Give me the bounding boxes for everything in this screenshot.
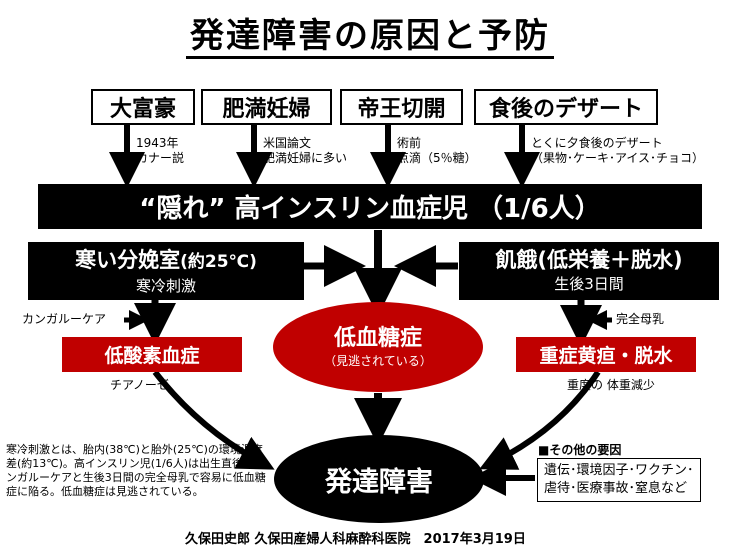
exclusive-breastfeeding-label: 完全母乳 bbox=[616, 312, 665, 326]
cyanosis-note: チアノーゼ bbox=[110, 378, 169, 392]
note-dessert: とくに夕食後のデザート（果物･ケーキ･アイス･チョコ） bbox=[531, 136, 705, 165]
starvation-box: 飢餓(低栄養＋脱水) 生後3日間 bbox=[459, 242, 719, 300]
cause-obese-pregnancy: 肥満妊婦 bbox=[201, 89, 332, 125]
note-obese-pregnancy: 米国論文肥満妊婦に多い bbox=[263, 136, 348, 165]
note-cesarean: 術前点滴（5％糖） bbox=[397, 136, 477, 165]
cause-dessert: 食後のデザート bbox=[474, 89, 658, 125]
developmental-disorder-ellipse: 発達障害 bbox=[274, 435, 484, 523]
jaundice-dehydration-box: 重症黄疸・脱水 bbox=[516, 337, 696, 372]
cold-delivery-room-box: 寒い分娩室(約25℃) 寒冷刺激 bbox=[28, 242, 304, 300]
page-title: 発達障害の原因と予防 bbox=[0, 8, 740, 59]
other-factors-heading: ■その他の要因 bbox=[538, 443, 622, 457]
hidden-hyperinsulinemia-bar: “隠れ” 高インスリン血症児 （1/6人） bbox=[38, 184, 702, 229]
cause-wealthy: 大富豪 bbox=[91, 89, 195, 125]
weight-loss-note: 重度の 体重減少 bbox=[567, 378, 655, 392]
arrow-hypoxemia-disorder bbox=[152, 370, 275, 470]
kangaroo-care-label: カンガルーケア bbox=[22, 312, 107, 326]
cold-stimulus-explanation: 寒冷刺激とは、胎内(38℃)と胎外(25℃)の環境温度差(約13℃)。高インスリ… bbox=[6, 443, 266, 498]
cause-cesarean: 帝王切開 bbox=[340, 89, 463, 125]
arrow-jaundice-disorder bbox=[479, 370, 601, 470]
footer-credit: 久保田史郎 久保田産婦人科麻酔科医院 2017年3月19日 bbox=[185, 532, 526, 547]
note-wealthy: 1943年カナー説 bbox=[136, 136, 185, 165]
hypoxemia-box: 低酸素血症 bbox=[62, 337, 242, 372]
other-factors-box: 遺伝･環境因子･ワクチン･ 虐待･医療事故･窒息など bbox=[537, 458, 701, 502]
hypoglycemia-ellipse: 低血糖症 （見逃されている） bbox=[273, 302, 483, 392]
